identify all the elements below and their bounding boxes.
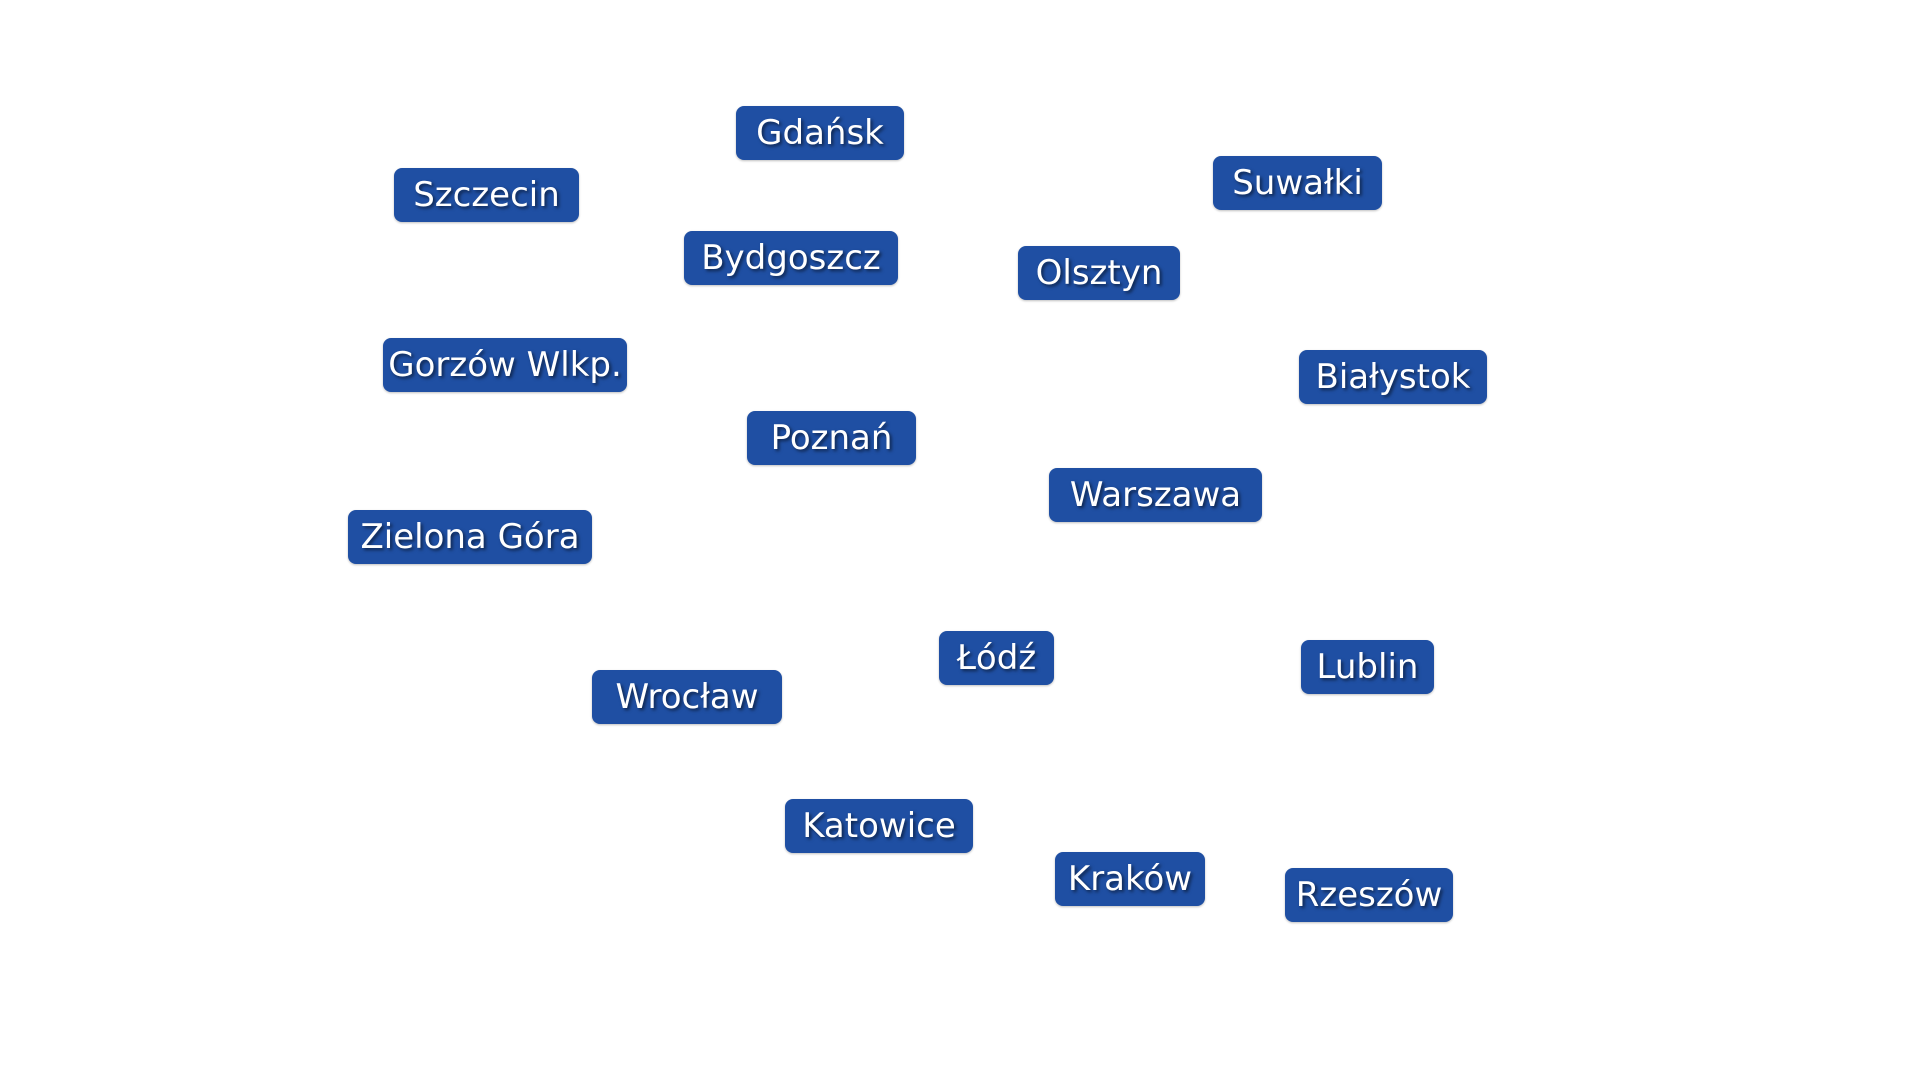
city-name: Lublin <box>1316 647 1419 687</box>
city-label-zielona-gora[interactable]: Zielona Góra <box>348 510 592 564</box>
city-name: Szczecin <box>413 175 560 215</box>
city-label-olsztyn[interactable]: Olsztyn <box>1018 246 1180 300</box>
city-label-lodz[interactable]: Łódź <box>939 631 1054 685</box>
city-name: Gorzów Wlkp. <box>388 345 622 385</box>
city-name: Kraków <box>1067 859 1193 899</box>
city-label-szczecin[interactable]: Szczecin <box>394 168 579 222</box>
city-name: Warszawa <box>1069 475 1242 515</box>
city-name: Białystok <box>1315 357 1471 397</box>
city-name: Wrocław <box>615 677 759 717</box>
city-name: Bydgoszcz <box>701 238 881 278</box>
city-label-krakow[interactable]: Kraków <box>1055 852 1205 906</box>
city-name: Suwałki <box>1232 163 1363 203</box>
city-name: Gdańsk <box>756 113 884 153</box>
city-label-poznan[interactable]: Poznań <box>747 411 916 465</box>
city-label-bydgoszcz[interactable]: Bydgoszcz <box>684 231 898 285</box>
city-label-bialystok[interactable]: Białystok <box>1299 350 1487 404</box>
city-label-lublin[interactable]: Lublin <box>1301 640 1434 694</box>
city-name: Poznań <box>770 418 893 458</box>
city-name: Katowice <box>802 806 956 846</box>
city-label-warszawa[interactable]: Warszawa <box>1049 468 1262 522</box>
city-name: Łódź <box>956 638 1037 678</box>
city-label-gdansk[interactable]: Gdańsk <box>736 106 904 160</box>
city-name: Rzeszów <box>1295 875 1443 915</box>
city-label-rzeszow[interactable]: Rzeszów <box>1285 868 1453 922</box>
city-name: Olsztyn <box>1035 253 1163 293</box>
city-label-wroclaw[interactable]: Wrocław <box>592 670 782 724</box>
city-label-suwalki[interactable]: Suwałki <box>1213 156 1382 210</box>
city-label-gorzow[interactable]: Gorzów Wlkp. <box>383 338 627 392</box>
city-name: Zielona Góra <box>360 517 580 557</box>
city-label-katowice[interactable]: Katowice <box>785 799 973 853</box>
